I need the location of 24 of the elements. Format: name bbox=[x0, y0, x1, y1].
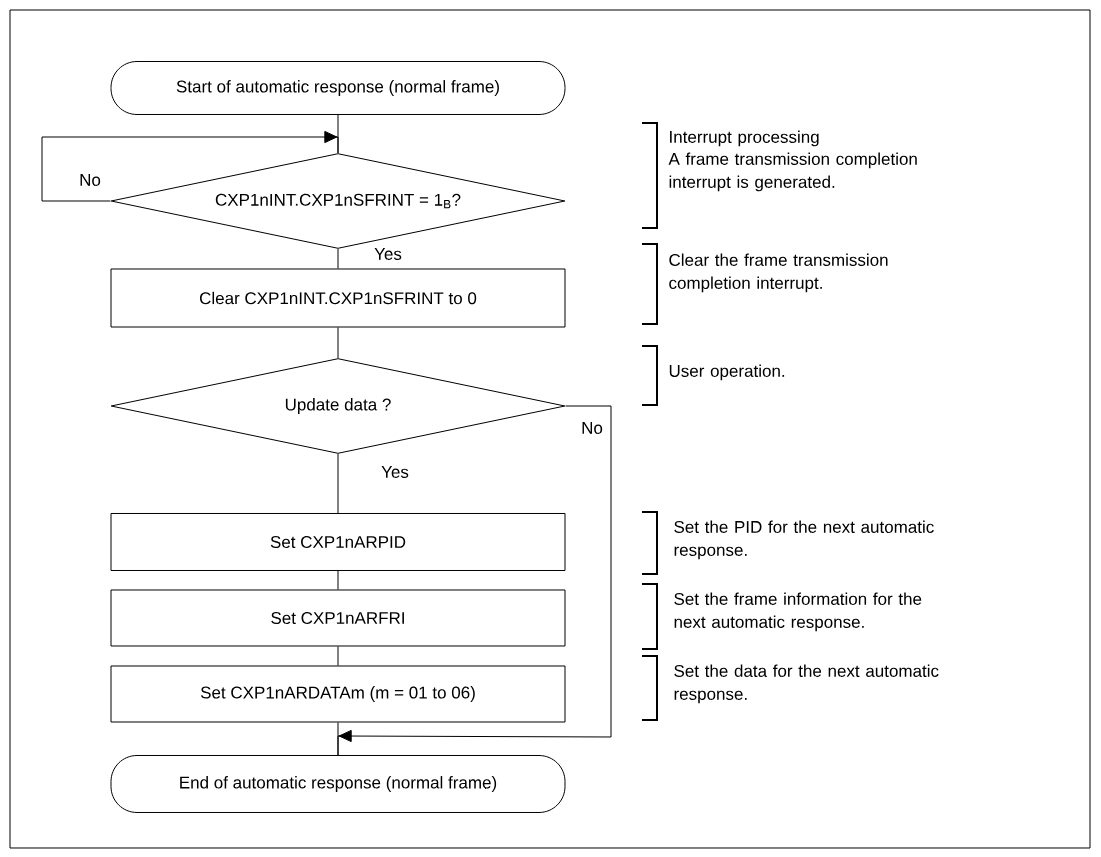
process-box: Set CXP1nARFRI bbox=[110, 589, 566, 647]
note-text: Set the PID for the next automatic response. bbox=[674, 520, 934, 560]
connector-line bbox=[337, 570, 339, 590]
connector-line bbox=[337, 453, 339, 514]
process-box: Set CXP1nARPID bbox=[110, 513, 566, 571]
note-text: A frame transmission completion interrupt is generated. bbox=[668, 152, 917, 192]
terminal-box: Start of automatic response (normal frame) bbox=[110, 61, 566, 115]
note-text: Set the data for the next automatic response. bbox=[674, 664, 939, 704]
edge-label: Yes bbox=[374, 248, 402, 260]
note-text: Interrupt processing bbox=[670, 130, 819, 147]
connector-line bbox=[337, 327, 339, 359]
connector-line bbox=[337, 646, 339, 666]
process-box: Clear CXP1nINT.CXP1nSFRINT to 0 bbox=[110, 268, 566, 328]
process-box: Set CXP1nARDATAm (m = 01 to 06) bbox=[110, 665, 566, 723]
edge-label: No bbox=[80, 174, 101, 186]
note-text: Set the frame information for the next automatic response. bbox=[674, 592, 922, 632]
edge-label: No bbox=[582, 422, 603, 434]
edge-label: Yes bbox=[381, 466, 409, 478]
note-text: User operation. bbox=[669, 364, 785, 381]
connector-line bbox=[337, 248, 339, 269]
loop-arrow bbox=[41, 130, 339, 202]
terminal-box: End of automatic response (normal frame) bbox=[110, 755, 566, 813]
note-text: Clear the frame transmission completion interrupt. bbox=[669, 253, 888, 293]
loop-arrow bbox=[337, 405, 612, 756]
